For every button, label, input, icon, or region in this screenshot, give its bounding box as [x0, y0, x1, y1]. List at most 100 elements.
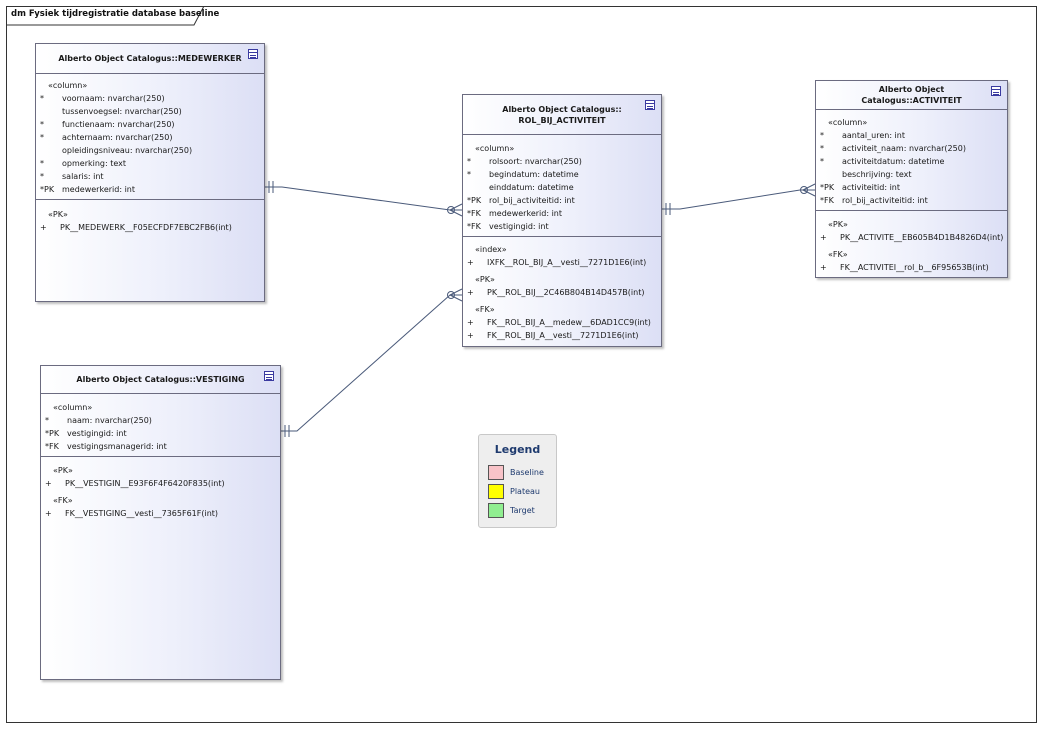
table-header: Alberto Object Catalogus:: ROL_BIJ_ACTIV…	[463, 95, 661, 135]
visibility-marker: +	[467, 331, 474, 340]
pk-operation-list: + PK__ROL_BIJ__2C46B804B14D457B(int)	[463, 286, 661, 299]
column-text: salaris: int	[62, 172, 104, 181]
operation-row[interactable]: +FK__VESTIGING__vesti__7365F61F(int)	[41, 507, 280, 520]
column-row[interactable]: *rolsoort: nvarchar(250)	[463, 155, 661, 168]
pk-stereotype: «PK»	[48, 210, 68, 219]
column-row[interactable]: *achternaam: nvarchar(250)	[36, 131, 264, 144]
operations-section: «PK» +PK__ACTIVITE__EB605B4D1B4826D4(int…	[816, 211, 1007, 277]
column-row[interactable]: beschrijving: text	[816, 168, 1007, 181]
column-row[interactable]: opleidingsniveau: nvarchar(250)	[36, 144, 264, 157]
visibility-marker: +	[467, 288, 474, 297]
column-text: tussenvoegsel: nvarchar(250)	[62, 107, 182, 116]
column-row[interactable]: * salaris: int	[36, 170, 264, 183]
column-stereotype: «column»	[48, 81, 88, 90]
operation-text: FK__ROL_BIJ_A__medew__6DAD1CC9(int)	[487, 318, 651, 327]
column-row[interactable]: *naam: nvarchar(250)	[41, 414, 280, 427]
column-text: opleidingsniveau: nvarchar(250)	[62, 146, 193, 155]
column-text: vestigingsmanagerid: int	[67, 442, 167, 451]
column-row[interactable]: *begindatum: datetime	[463, 168, 661, 181]
operation-row[interactable]: + PK__ROL_BIJ__2C46B804B14D457B(int)	[463, 286, 661, 299]
column-row[interactable]: *functienaam: nvarchar(250)	[36, 118, 264, 131]
column-text: activiteit_naam: nvarchar(250)	[842, 144, 966, 153]
column-row[interactable]: einddatum: datetime	[463, 181, 661, 194]
legend-item-target: Target	[488, 503, 568, 519]
column-text: activiteitid: int	[842, 183, 901, 192]
visibility-marker: +	[45, 479, 52, 488]
key-marker: *FK	[820, 196, 834, 205]
table-medewerker[interactable]: Alberto Object Catalogus::MEDEWERKER «co…	[35, 43, 265, 302]
fk-operation-list: +FK__ACTIVITEI__rol_b__6F95653B(int)	[816, 261, 1007, 274]
operation-row[interactable]: +PK__ACTIVITE__EB605B4D1B4826D4(int)	[816, 231, 1007, 244]
operation-row[interactable]: +PK__VESTIGIN__E93F6F4F6420F835(int)	[41, 477, 280, 490]
key-marker: *FK	[45, 442, 59, 451]
table-header: Alberto Object Catalogus::VESTIGING	[41, 366, 280, 394]
table-icon	[991, 86, 1001, 96]
operation-row[interactable]: +FK__ACTIVITEI__rol_b__6F95653B(int)	[816, 261, 1007, 274]
column-list: *rolsoort: nvarchar(250)*begindatum: dat…	[463, 155, 661, 233]
visibility-marker: +	[467, 318, 474, 327]
diagram-title: dm Fysiek tijdregistratie database basel…	[11, 9, 220, 19]
legend-swatch	[488, 465, 504, 480]
operation-text: PK__ROL_BIJ__2C46B804B14D457B(int)	[487, 288, 645, 297]
column-text: medewerkerid: int	[62, 185, 135, 194]
pk-operation-list: +PK__ACTIVITE__EB605B4D1B4826D4(int)	[816, 231, 1007, 244]
table-title: Alberto Object Catalogus::MEDEWERKER	[58, 54, 242, 63]
column-text: opmerking: text	[62, 159, 127, 168]
table-icon	[645, 100, 655, 110]
operation-row[interactable]: + FK__ROL_BIJ_A__medew__6DAD1CC9(int)	[463, 316, 661, 329]
column-row[interactable]: tussenvoegsel: nvarchar(250)	[36, 105, 264, 118]
key-marker: *	[820, 131, 824, 140]
link-rol-activiteit[interactable]	[662, 183, 816, 215]
column-text: rol_bij_activiteitid: int	[842, 196, 928, 205]
column-text: beschrijving: text	[842, 170, 912, 179]
diagram-frame	[6, 6, 1037, 723]
operation-row[interactable]: +IXFK__ROL_BIJ_A__vesti__7271D1E6(int)	[463, 256, 661, 269]
column-text: rol_bij_activiteitid: int	[489, 196, 575, 205]
key-marker: *PK	[820, 183, 835, 192]
column-text: naam: nvarchar(250)	[67, 416, 152, 425]
column-row[interactable]: *activiteitdatum: datetime	[816, 155, 1007, 168]
columns-section: «column» *rolsoort: nvarchar(250)*begind…	[463, 135, 661, 237]
visibility-marker: +	[820, 233, 827, 242]
table-vestiging[interactable]: Alberto Object Catalogus::VESTIGING «col…	[40, 365, 281, 680]
table-title: Alberto Object Catalogus::VESTIGING	[76, 375, 245, 384]
column-text: achternaam: nvarchar(250)	[62, 133, 173, 142]
operation-row[interactable]: +FK__ROL_BIJ_A__vesti__7271D1E6(int)	[463, 329, 661, 342]
title-tab-shape	[6, 6, 205, 26]
table-title-line2: ROL_BIJ_ACTIVITEIT	[518, 115, 606, 125]
column-row[interactable]: *activiteit_naam: nvarchar(250)	[816, 142, 1007, 155]
column-text: vestigingid: int	[489, 222, 549, 231]
fk-stereotype: «FK»	[53, 496, 73, 505]
column-row[interactable]: *PK activiteitid: int	[816, 181, 1007, 194]
table-header: Alberto Object Catalogus::ACTIVITEIT	[816, 81, 1007, 110]
column-row[interactable]: *aantal_uren: int	[816, 129, 1007, 142]
table-rol-bij-activiteit[interactable]: Alberto Object Catalogus:: ROL_BIJ_ACTIV…	[462, 94, 662, 347]
column-row[interactable]: *opmerking: text	[36, 157, 264, 170]
column-row[interactable]: *voornaam: nvarchar(250)	[36, 92, 264, 105]
key-marker: *	[467, 157, 471, 166]
operation-row[interactable]: +PK__MEDEWERK__F05ECFDF7EBC2FB6(int)	[36, 221, 264, 234]
fk-operation-list: +FK__VESTIGING__vesti__7365F61F(int)	[41, 507, 280, 520]
key-marker: *PK	[467, 196, 482, 205]
column-row[interactable]: *FK vestigingsmanagerid: int	[41, 440, 280, 453]
key-marker: *PK	[45, 429, 60, 438]
column-row[interactable]: *PK rol_bij_activiteitid: int	[463, 194, 661, 207]
column-row[interactable]: *FK rol_bij_activiteitid: int	[816, 194, 1007, 207]
visibility-marker: +	[820, 263, 827, 272]
key-marker: *	[40, 172, 44, 181]
table-activiteit[interactable]: Alberto Object Catalogus::ACTIVITEIT «co…	[815, 80, 1008, 278]
key-marker: *	[40, 94, 44, 103]
column-stereotype: «column»	[475, 144, 515, 153]
key-marker: *	[40, 120, 44, 129]
column-list: *voornaam: nvarchar(250) tussenvoegsel: n…	[36, 92, 264, 196]
legend-label: Target	[510, 506, 535, 515]
link-medewerker-rol[interactable]	[265, 181, 463, 217]
table-title-line1: Alberto Object Catalogus::	[502, 104, 622, 114]
link-vestiging-rol[interactable]	[281, 288, 463, 437]
